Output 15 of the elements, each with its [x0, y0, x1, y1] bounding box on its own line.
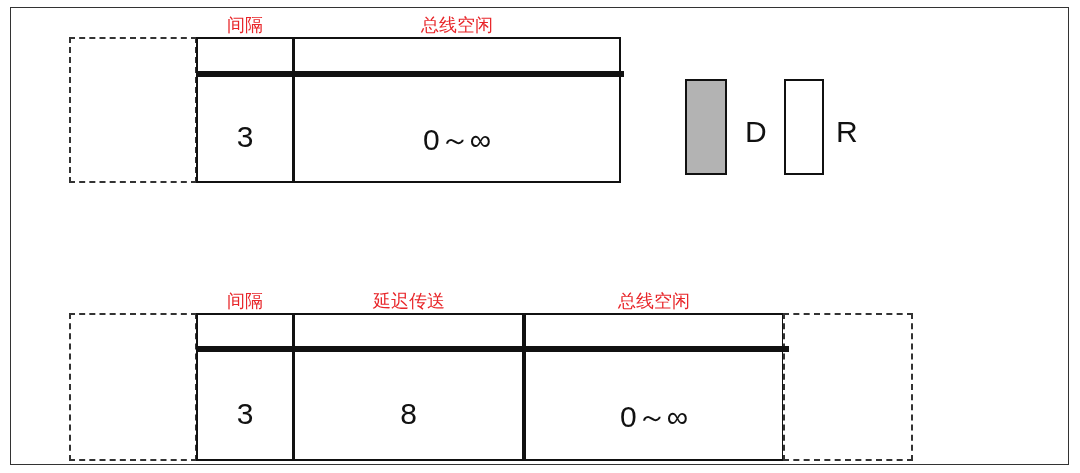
- field-label: 总线空闲: [617, 290, 691, 313]
- dashed-frame-box: [783, 313, 913, 461]
- bit-count: 0～∞: [421, 122, 493, 158]
- dashed-frame-box: [69, 313, 197, 461]
- field-label: 总线空闲: [420, 14, 494, 37]
- field-label: 延迟传送: [371, 290, 446, 313]
- legend-label: D: [745, 115, 767, 149]
- legend-label: R: [836, 115, 858, 149]
- field-label: 间隔: [226, 290, 264, 313]
- bit-count: 3: [235, 397, 255, 431]
- field-label: 间隔: [226, 14, 264, 37]
- bit-count: 0～∞: [618, 399, 690, 435]
- dashed-frame-box: [69, 37, 197, 183]
- bit-count: 3: [235, 120, 255, 154]
- bit-count: 8: [399, 397, 418, 431]
